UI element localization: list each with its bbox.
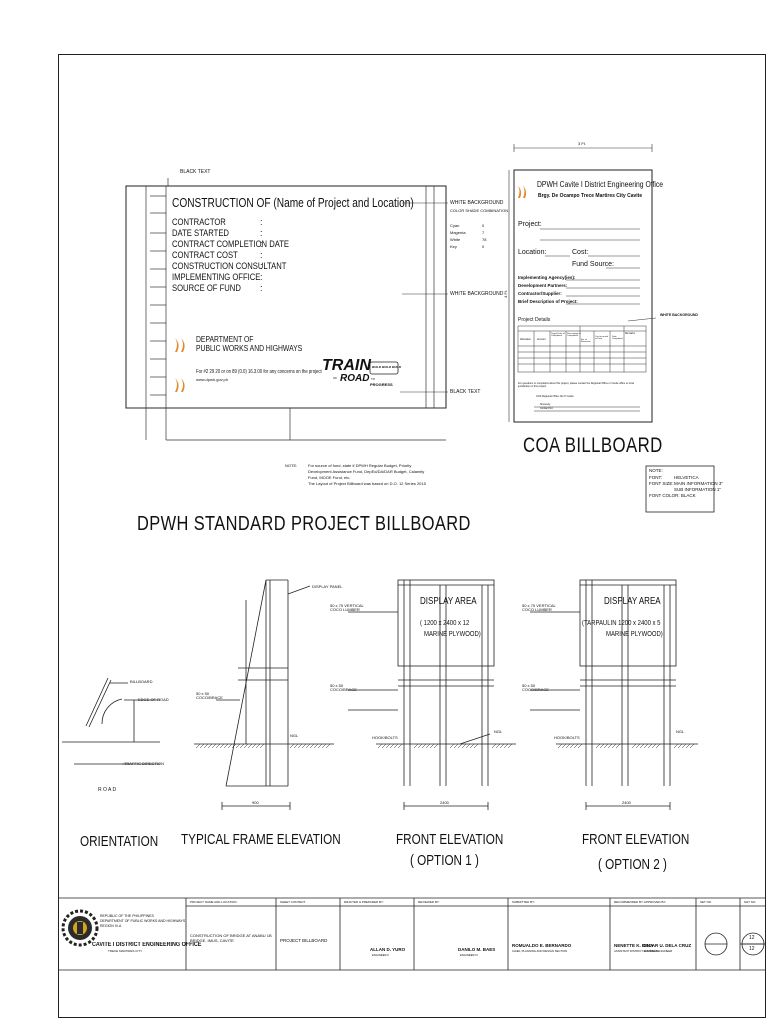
- standard-billboard-title: DPWH STANDARD PROJECT BILLBOARD: [137, 513, 471, 535]
- billboard-title: CONSTRUCTION OF (Name of Project and Loc…: [172, 195, 414, 210]
- front1-v1: 50 x 75 VERTICAL COCO LUMBER: [330, 603, 364, 612]
- train-to: TO: [371, 377, 376, 381]
- front2-display: DISPLAY AREA: [604, 596, 661, 607]
- tb-h-sheetno: SHT NO.: [744, 900, 757, 904]
- train-progress: PROGRESS: [370, 382, 393, 387]
- coa-project: Project:: [518, 221, 542, 228]
- front2-dim: 2400: [622, 800, 631, 805]
- coa-footer-1: For questions or complaints about this p…: [518, 382, 634, 388]
- coa-address: Brgy. De Ocampo Trece Martires City Cavi…: [538, 193, 643, 199]
- frame-ngl: NGL: [290, 733, 299, 738]
- orientation-edge: EDGE OF ROAD: [138, 697, 169, 702]
- tb-h-project: PROJECT NAME AND LOCATION:: [190, 900, 238, 904]
- front1-option: ( OPTION 1 ): [410, 852, 479, 869]
- tb-h-reviewed: REVIEWED BY:: [418, 900, 440, 904]
- coa-footer-2: COA Regional Office No.IV Cavite: [536, 395, 574, 398]
- tb-approved-role: DISTRICT ENGINEER: [644, 949, 673, 953]
- coa-dim-side: 4 Ft.: [503, 289, 509, 299]
- dept-line-1: DEPARTMENT OF: [196, 335, 254, 344]
- tb-office: CAVITE I DISTRICT ENGINEERING OFFICE: [92, 942, 202, 948]
- website: www.dpwh.gov.ph: [196, 377, 228, 382]
- tb-h-set: SET NO.: [700, 900, 712, 904]
- orientation-traffic: TRAFFIC DIRECTION: [124, 761, 164, 766]
- tb-rep-2: DEPARTMENT OF PUBLIC WORKS AND HIGHWAYS: [100, 919, 186, 923]
- frame-title: TYPICAL FRAME ELEVATION: [181, 831, 341, 848]
- tb-rep-1: REPUBLIC OF THE PHILIPPINES: [100, 914, 154, 918]
- black-text-label-2: BLACK TEXT: [450, 389, 481, 395]
- tb-rep-3: REGION IV-A: [100, 924, 122, 928]
- front2-v2: 50 x 50 COCO/BRACE: [522, 683, 549, 692]
- train-road: ROAD: [340, 373, 370, 384]
- tb-approved: OSCAR U. DELA CRUZ: [642, 943, 692, 948]
- front2-v1: 50 x 75 VERTICAL COCO LUMBER: [522, 603, 556, 612]
- coa-footer-3: Sincerely,: [540, 403, 551, 406]
- front2-title: FRONT ELEVATION: [582, 831, 690, 848]
- tb-h-sheet: SHEET CONTENT: [280, 900, 306, 904]
- coa-footer-4: Contact No:: [540, 407, 554, 410]
- coa-rows: Implementing Agency(ies): Development Pa…: [518, 275, 578, 304]
- front1-title: FRONT ELEVATION: [396, 831, 504, 848]
- font-note: NOTE: FONT:HELVETICA FONT SIZE:MAIN INFO…: [649, 468, 724, 498]
- note-text: For source of fund, state if DPWH Regula…: [308, 463, 426, 486]
- tb-h-drafted: DRAFTED & PREPARED BY:: [344, 900, 384, 904]
- coa-location: Location:: [518, 249, 547, 256]
- front2-material: MARINE PLYWOOD): [606, 631, 663, 638]
- frame-display: DISPLAY PANEL: [312, 584, 343, 589]
- tb-submitted-role: CHIEF, PLANNING AND DESIGN SECTION: [512, 949, 568, 953]
- tb-reviewed: DANILO M. BAES: [458, 947, 496, 952]
- color-shade-label: COLOR SHADE COMBINATION: [450, 208, 509, 213]
- tb-reviewed-role: ENGINEER III: [460, 953, 478, 957]
- tb-recommended-role: ASSISTANT DISTRICT ENGINEER: [614, 949, 659, 953]
- front1-anchor: HOOK/BOLTS: [372, 735, 398, 740]
- white-bg-label-1: WHITE BACKGROUND: [450, 200, 504, 206]
- front2-anchor: HOOK/BOLTS: [554, 735, 580, 740]
- train-logo: TRAIN: [322, 357, 371, 374]
- coa-title: COA BILLBOARD: [523, 434, 663, 457]
- build-badge: BUILD BUILD BUILD: [372, 365, 402, 369]
- coa-table-header: Allocation Amount Target Date of Complet…: [520, 332, 636, 344]
- tb-recommended: NENETTE K. IGNA: [614, 943, 654, 948]
- black-text-label: BLACK TEXT: [180, 169, 211, 175]
- orientation-billboard: BILLBOARD: [130, 679, 153, 684]
- orientation-title: ORIENTATION: [80, 833, 159, 850]
- coa-fund: Fund Source:: [572, 261, 615, 268]
- tb-submitted: ROMUALDO E. BERNARDO: [512, 943, 572, 948]
- frame-dim: 900: [252, 800, 259, 805]
- tb-drafted-role: ENGINEER II: [372, 953, 389, 957]
- coa-cost: Cost:: [572, 249, 589, 256]
- coa-dim-top: 3 Ft.: [578, 141, 587, 146]
- tb-h-recommended: RECOMMENDED BY:: [614, 900, 644, 904]
- front1-size: ( 1200 x 2400 x 12: [420, 620, 470, 627]
- frame-coco2: 50 x 50 COCO/BRACE: [196, 691, 223, 700]
- front2-option: ( OPTION 2 ): [598, 856, 667, 873]
- tb-project: CONSTRUCTION OF BRIDGE AT ANABU 1B BRIDG…: [190, 933, 272, 943]
- front1-material: MARINE PLYWOOD): [424, 631, 481, 638]
- tb-h-submitted: SUBMITTED BY:: [512, 900, 535, 904]
- coa-white-bg: WHITE BACKGROUND: [660, 313, 698, 317]
- dept-line-2: PUBLIC WORKS AND HIGHWAYS: [196, 344, 303, 353]
- orientation-road: R O A D: [98, 787, 117, 793]
- tb-sheet-top: 12: [749, 935, 755, 941]
- front1-display: DISPLAY AREA: [420, 596, 477, 607]
- tb-office-city: TRECE MARTIRES CITY: [108, 949, 143, 953]
- note-label: NOTE:: [285, 463, 298, 468]
- coa-project-details: Project Details: [518, 317, 551, 323]
- front1-ngl: NGL: [494, 729, 503, 734]
- tb-sheet-bottom: 12: [749, 946, 755, 952]
- drawing-sheet: [58, 54, 766, 1018]
- tb-h-approved: APPROVED BY:: [644, 900, 667, 904]
- front2-size: (TARPAULIN 1200 x 2400 x 5: [582, 620, 661, 627]
- white-bg-label-2: WHITE BACKGROUND: [450, 291, 504, 297]
- train-of: OF: [333, 376, 338, 380]
- tb-drafted: ALLAN D. YURO: [370, 947, 406, 952]
- dpwh-seal-icon: [61, 909, 99, 947]
- coa-office: DPWH Cavite I District Engineering Offic…: [537, 180, 664, 189]
- front1-v2: 50 x 50 COCO/BRACE: [330, 683, 357, 692]
- contact-line: For #2 29 20 or on 89 (0.0) 16.3.00 for …: [196, 369, 322, 375]
- front2-ngl: NGL: [676, 729, 685, 734]
- tb-sheet: PROJECT BILLBOARD: [280, 938, 328, 943]
- front1-dim: 2400: [440, 800, 449, 805]
